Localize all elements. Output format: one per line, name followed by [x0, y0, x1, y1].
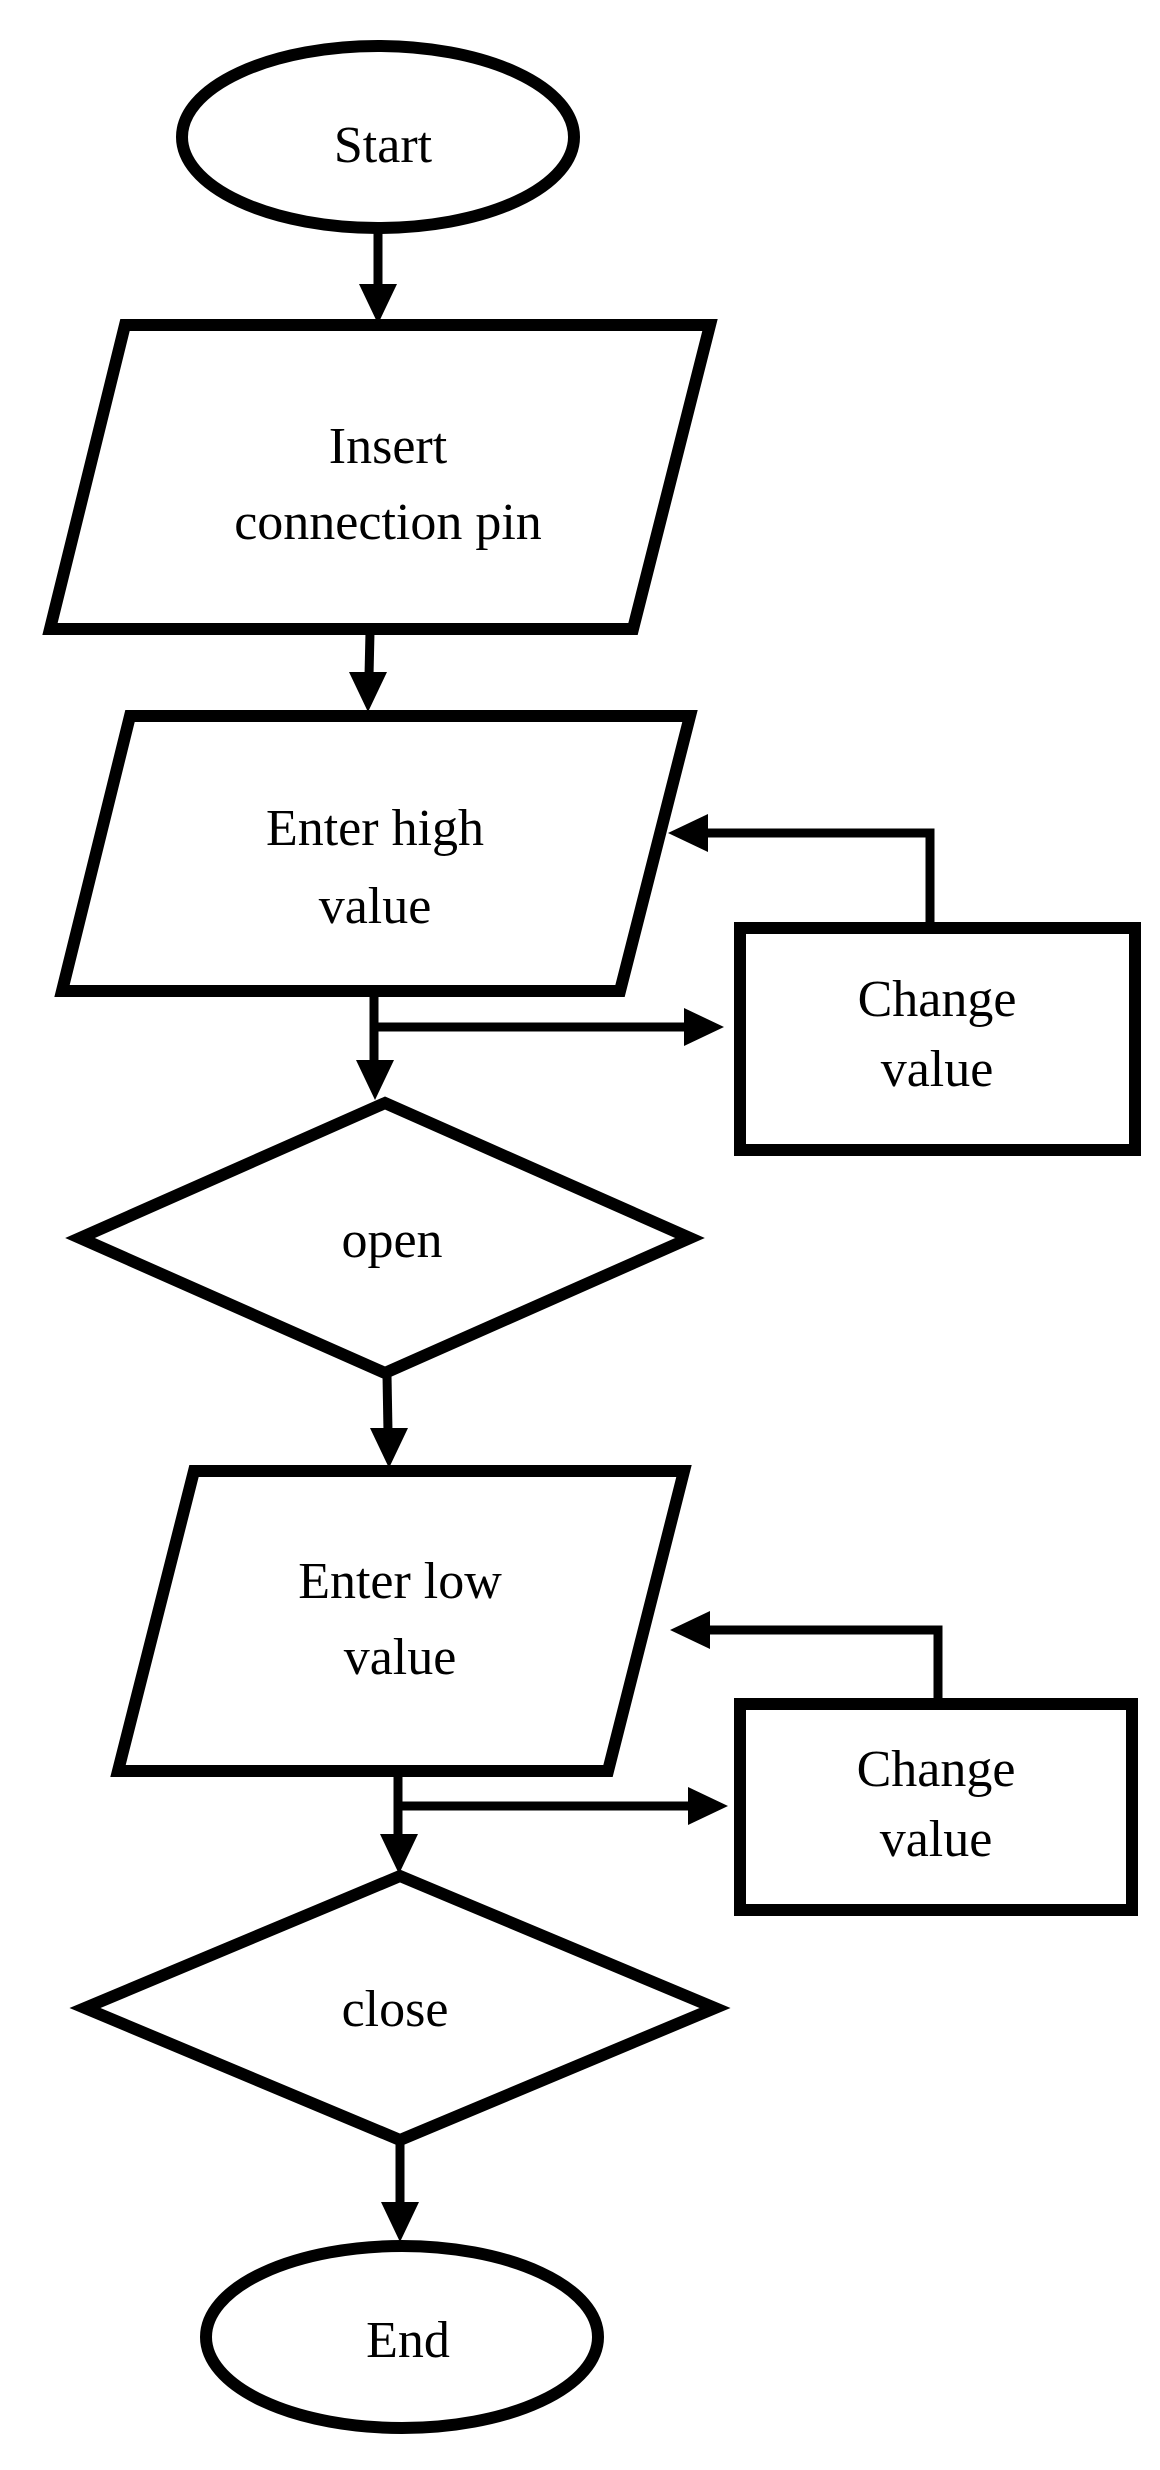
arrowhead-down-icon [370, 1428, 408, 1468]
node-change-value-high: Change value [734, 922, 1141, 1156]
arrowhead-left-icon [668, 814, 708, 852]
node-label-line1: Enter high [266, 800, 484, 857]
node-label: End [366, 2312, 450, 2369]
connector-line [364, 631, 375, 677]
terminator-ellipse [176, 40, 580, 234]
connector-elbow [708, 1625, 943, 1702]
node-end: End [200, 2240, 604, 2434]
arrowhead-down-icon [380, 1834, 418, 1874]
node-change-value-low: Change value [734, 1698, 1138, 1916]
edge-start-to-insert-pin [359, 230, 397, 324]
edge-enter-high-to-open [356, 993, 394, 1100]
edge-enter-low-to-close [380, 1773, 418, 1874]
process-rectangle [734, 922, 1141, 1156]
edge-insert-pin-to-enter-high [349, 631, 387, 712]
edge-change-value-to-enter-high [668, 814, 935, 926]
arrowhead-left-icon [670, 1611, 710, 1649]
edge-enter-low-to-change-value [398, 1787, 728, 1825]
arrowhead-down-icon [349, 672, 387, 712]
node-enter-low-value: Enter low value [110, 1465, 692, 1777]
connector-elbow [706, 828, 935, 926]
arrowhead-down-icon [381, 2202, 419, 2242]
node-label-line2: value [319, 878, 432, 935]
arrowhead-down-icon [356, 1060, 394, 1100]
node-label-line1: Insert [329, 418, 448, 475]
arrowhead-down-icon [359, 284, 397, 324]
node-label-line1: Change [857, 1741, 1016, 1798]
process-rectangle [734, 1698, 1138, 1916]
parallelogram-shape [110, 1465, 692, 1777]
parallelogram-shape [42, 319, 718, 635]
edge-enter-high-to-change-value [374, 1008, 724, 1046]
node-label: close [342, 1981, 449, 2038]
decision-diamond [65, 1096, 705, 1380]
node-close-decision: close [69, 1869, 731, 2147]
node-insert-connection-pin: Insert connection pin [42, 319, 718, 635]
parallelogram-shape [54, 710, 698, 997]
edge-open-to-enter-low [370, 1374, 408, 1468]
node-label: Start [334, 117, 433, 174]
node-label-line1: Change [858, 971, 1017, 1028]
node-start: Start [176, 40, 580, 234]
arrowhead-right-icon [684, 1008, 724, 1046]
node-open-decision: open [65, 1096, 705, 1380]
terminator-ellipse [200, 2240, 604, 2434]
node-label-line2: value [880, 1811, 993, 1868]
edge-change-value-to-enter-low [670, 1611, 943, 1702]
node-label-line1: Enter low [298, 1553, 502, 1610]
node-label-line2: connection pin [234, 494, 542, 551]
node-label-line2: value [881, 1041, 994, 1098]
decision-diamond [69, 1869, 731, 2147]
arrowhead-right-icon [688, 1787, 728, 1825]
node-label-line2: value [344, 1629, 457, 1686]
connector-line [382, 1374, 393, 1433]
node-enter-high-value: Enter high value [54, 710, 698, 997]
edge-close-to-end [381, 2142, 419, 2242]
node-label: open [341, 1212, 442, 1269]
